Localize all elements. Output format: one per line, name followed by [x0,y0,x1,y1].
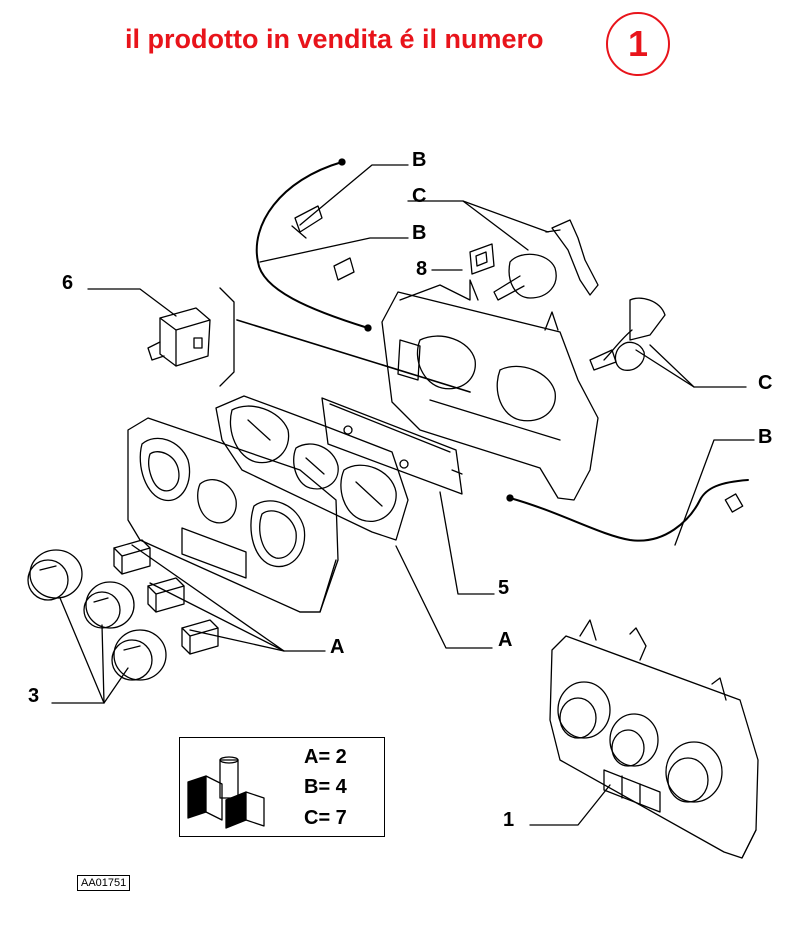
callout-8: 8 [416,258,428,280]
fiat-parts-packaging-icon [187,756,265,829]
callout-b-right: B [758,426,773,448]
callout-a-right: A [498,629,513,651]
rotary-knobs [27,549,167,681]
sale-notice-text: il prodotto in vendita é il numero [125,24,544,54]
front-panel [127,417,339,613]
callout-c-top: C [412,185,427,207]
callout-b-mid: B [412,222,427,244]
quantity-legend: A= 2 B= 4 C= 7 [179,737,385,837]
assembled-control-unit-1 [549,619,759,859]
circuit-board-5 [321,397,463,495]
bracket-8 [469,243,495,275]
cable-clips [291,205,355,281]
selector-shafts [493,219,666,371]
callout-3: 3 [28,685,40,707]
leader-lines [51,164,755,826]
item-number-badge: 1 [606,12,670,76]
legend-row-b: B= 4 [304,776,347,798]
legend-row-c: C= 7 [304,807,347,829]
callout-b-top: B [412,149,427,171]
control-cables [219,158,749,542]
push-buttons [113,539,219,655]
callout-5: 5 [498,577,510,599]
callout-6: 6 [62,272,74,294]
legend-row-a: A= 2 [304,746,347,768]
callout-c-right: C [758,372,773,394]
callout-1: 1 [503,809,515,831]
inner-frame [215,395,409,541]
callout-a-left: A [330,636,345,658]
actuator-6 [147,307,211,367]
rear-housing [381,279,599,501]
badge-number: 1 [627,23,649,64]
diagram-reference-code: AA01751 [77,875,131,891]
